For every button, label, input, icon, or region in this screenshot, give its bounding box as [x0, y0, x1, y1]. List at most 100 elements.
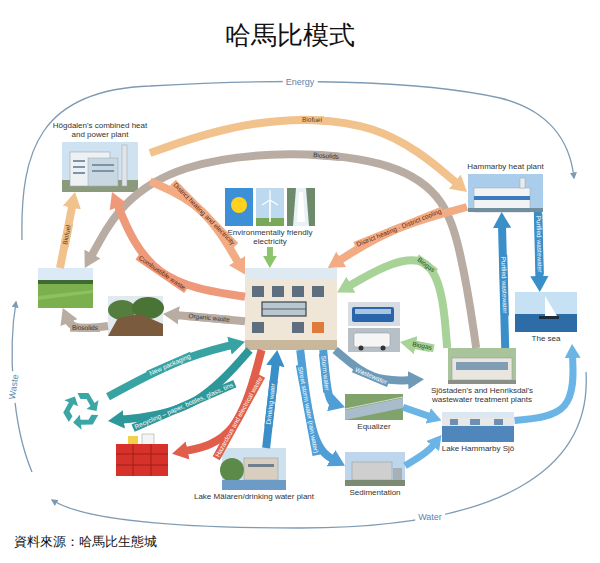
picture-node	[55, 388, 108, 432]
flow-arrow	[267, 247, 273, 261]
flow-label: Biosolids	[311, 150, 342, 160]
node-label: The sea	[532, 334, 561, 343]
cycle-label: Energy	[283, 77, 318, 88]
renewable-energy-photos-part	[297, 192, 305, 222]
renewable-energy-photos-part	[269, 190, 270, 200]
biogas-vehicles-photo-part	[348, 302, 400, 326]
node-label: Hammarby heat plant	[467, 162, 543, 171]
picture-node: Hammarby heat plant	[467, 162, 544, 212]
housing-block-photo-part	[252, 286, 264, 297]
flow-label: Purified wastewater	[499, 254, 509, 315]
renewable-energy-photos-part	[256, 188, 284, 226]
sedimentation-photo-part	[345, 452, 405, 486]
compost-photo	[108, 296, 164, 336]
power-plant-photo-part	[73, 166, 85, 168]
flow-label: New packaging	[146, 352, 194, 379]
compost-photo-part	[108, 296, 163, 336]
flow-arrow	[150, 181, 240, 266]
power-plant-photo	[62, 142, 138, 192]
node-label: Equalizer	[357, 422, 390, 431]
flow-label: Biogas	[414, 254, 438, 275]
housing-block-photo-part	[292, 286, 304, 297]
sea-photo-part	[545, 296, 557, 316]
lake-photo-part	[470, 419, 480, 425]
sea-photo-part	[539, 316, 559, 319]
treatment-plant-photo-part	[448, 380, 516, 384]
cycle-label-box: Water	[415, 512, 445, 523]
flow-label-box: District heating · District cooling	[353, 207, 444, 250]
housing-block-photo-part	[245, 268, 337, 280]
sedimentation-photo	[345, 452, 405, 486]
flow-label: District heating and electricity	[170, 179, 238, 248]
power-plant-photo-part	[92, 164, 114, 166]
biogas-vehicles-photo-part	[355, 309, 391, 314]
picture-node: The sea	[515, 292, 577, 344]
equalizer-photo-part	[345, 397, 403, 409]
equalizer-photo	[345, 394, 403, 420]
flow-label-box: Organic waste	[186, 312, 232, 324]
treatment-plant-photo-part	[452, 358, 512, 380]
node-label-box: Environmentally friendly electricity	[226, 228, 314, 246]
node-label-box: Lake Hammarby Sjö	[442, 444, 514, 453]
flow-label-box: Biofuel	[60, 222, 73, 247]
housing-block-photo-part	[312, 322, 324, 333]
picture-node	[108, 296, 163, 336]
recycling-symbol-part	[72, 406, 98, 433]
sea-photo-part	[515, 314, 577, 332]
power-plant-photo-part	[122, 145, 127, 186]
flow-label: Biosolids	[70, 324, 100, 332]
sedimentation-photo-part	[345, 480, 405, 486]
flow-label: Recycling – paper, bottles, glass, tins	[132, 380, 237, 432]
power-plant-photo-part	[73, 172, 85, 174]
power-plant-photo-part	[92, 170, 114, 172]
flow-label: Biofuel	[300, 116, 324, 125]
hazardous-waste-bin-part	[116, 465, 168, 466]
heat-plant-photo-part	[468, 208, 543, 212]
lake-photo	[442, 412, 514, 442]
picture-node: Environmentally friendly electricity	[225, 188, 315, 247]
housing-block-photo-part	[262, 302, 306, 316]
flow-label-box: Recycling – paper, bottles, glass, tins	[132, 380, 237, 432]
field-photo-part	[38, 268, 93, 282]
recycling-symbol	[58, 393, 98, 433]
picture-node: Lake Hammarby Sjö	[442, 412, 515, 454]
flow-label-box: Purified wastewater	[499, 254, 509, 315]
node-label: Högdalen's combined heat and power plant	[50, 121, 150, 139]
field-photo-part	[38, 284, 93, 308]
flow-label: Street storm water (rain water)	[296, 364, 321, 456]
heat-plant-photo-part	[474, 196, 530, 200]
field-photo	[38, 268, 93, 308]
housing-block-photo-part	[262, 309, 306, 310]
sea-photo	[515, 292, 577, 332]
lake-photo-part	[442, 426, 514, 442]
hazardous-waste-bin-part	[151, 444, 152, 476]
picture-node: Sedimentation	[345, 452, 405, 498]
treatment-plant-photo-part	[448, 348, 516, 384]
node-label: Sjöstaden's and Henriksdal's wastewater …	[424, 386, 540, 404]
flow-arrow	[89, 154, 476, 348]
cycle-label: Water	[415, 512, 445, 523]
caption: 資料來源：哈馬比生態城	[14, 534, 157, 550]
picture-node	[112, 434, 172, 478]
title: 哈馬比模式	[225, 20, 355, 51]
flow-arrow	[116, 201, 245, 297]
picture-node: Sjöstaden's and Henriksdal's wastewater …	[424, 348, 540, 405]
caption-box: 資料來源：哈馬比生態城	[14, 534, 157, 550]
biogas-vehicles-photo	[348, 302, 400, 352]
connector-group	[60, 120, 573, 466]
flow-label: District heating · District cooling	[353, 207, 444, 250]
lake-photo-part	[450, 419, 458, 425]
flow-label-box: Biofuel	[300, 116, 324, 125]
picture-node: Equalizer	[345, 394, 403, 432]
node-label-box: The sea	[532, 334, 561, 343]
recycling-symbol-part	[58, 395, 84, 422]
flow-label: Biogas	[409, 340, 434, 353]
housing-block-photo-part	[245, 340, 337, 350]
treatment-plant-photo	[448, 348, 516, 384]
renewable-energy-photos	[225, 188, 315, 226]
node-label-box: Sjöstaden's and Henriksdal's wastewater …	[424, 386, 540, 404]
heat-plant-photo	[468, 174, 543, 212]
cycle-arcs	[12, 82, 586, 528]
